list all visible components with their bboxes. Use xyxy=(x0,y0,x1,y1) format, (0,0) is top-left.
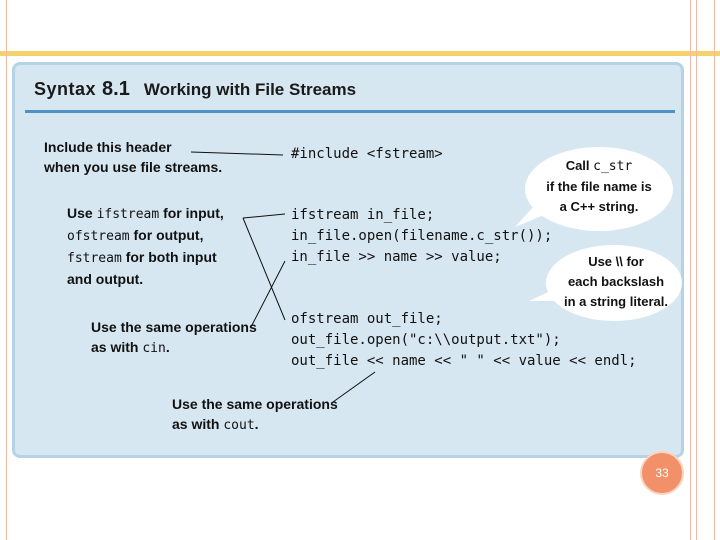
callout-bubbles xyxy=(515,147,682,321)
code-write: out_file << name << " " << value << endl… xyxy=(291,353,637,369)
bubble-cstr-shape xyxy=(525,147,673,231)
leader-ofstream xyxy=(242,217,286,321)
leader-cin xyxy=(250,260,286,328)
code-ifstream-decl: ifstream in_file; xyxy=(291,207,435,223)
right-border-line-1 xyxy=(690,0,691,540)
bubble-backslash-tail xyxy=(529,289,561,301)
right-border-line-3 xyxy=(714,0,715,540)
right-border-line-2 xyxy=(696,0,697,540)
code-open-out: out_file.open("c:\\output.txt"); xyxy=(291,332,561,348)
page-number: 33 xyxy=(655,466,669,480)
bubble-cstr-tail xyxy=(515,205,549,227)
leader-cout xyxy=(332,371,376,403)
leader-ifstream xyxy=(242,213,286,219)
syntax-label: Syntax xyxy=(34,79,97,99)
leader-include xyxy=(190,151,284,156)
leader-lines xyxy=(190,151,376,403)
left-border-line xyxy=(6,0,7,540)
note-same-as-cin: Use the same operations as with cin. xyxy=(91,319,257,356)
bubble-backslash-text: Use \\ for each backslash in a string li… xyxy=(563,254,669,309)
code-read: in_file >> name >> value; xyxy=(291,249,502,265)
bubble-cstr-text: Call c_str if the file name is a C++ str… xyxy=(546,158,652,214)
code-ofstream-decl: ofstream out_file; xyxy=(291,311,443,327)
bubble-backslash-shape xyxy=(546,245,682,321)
note-stream-types: Use ifstream for input, ofstream for out… xyxy=(67,205,224,287)
code-open-in: in_file.open(filename.c_str()); xyxy=(291,228,553,244)
code-include: #include <fstream> xyxy=(291,146,443,162)
syntax-number: 8.1 xyxy=(102,78,130,100)
note-include-header: Include this header when you use file st… xyxy=(44,139,223,175)
top-accent-stripe xyxy=(0,51,720,56)
syntax-title-text: Working with File Streams xyxy=(143,80,357,99)
page-number-badge: 33 xyxy=(640,451,684,495)
header-rule xyxy=(25,110,675,113)
note-same-as-cout: Use the same operations as with cout. xyxy=(172,396,338,433)
